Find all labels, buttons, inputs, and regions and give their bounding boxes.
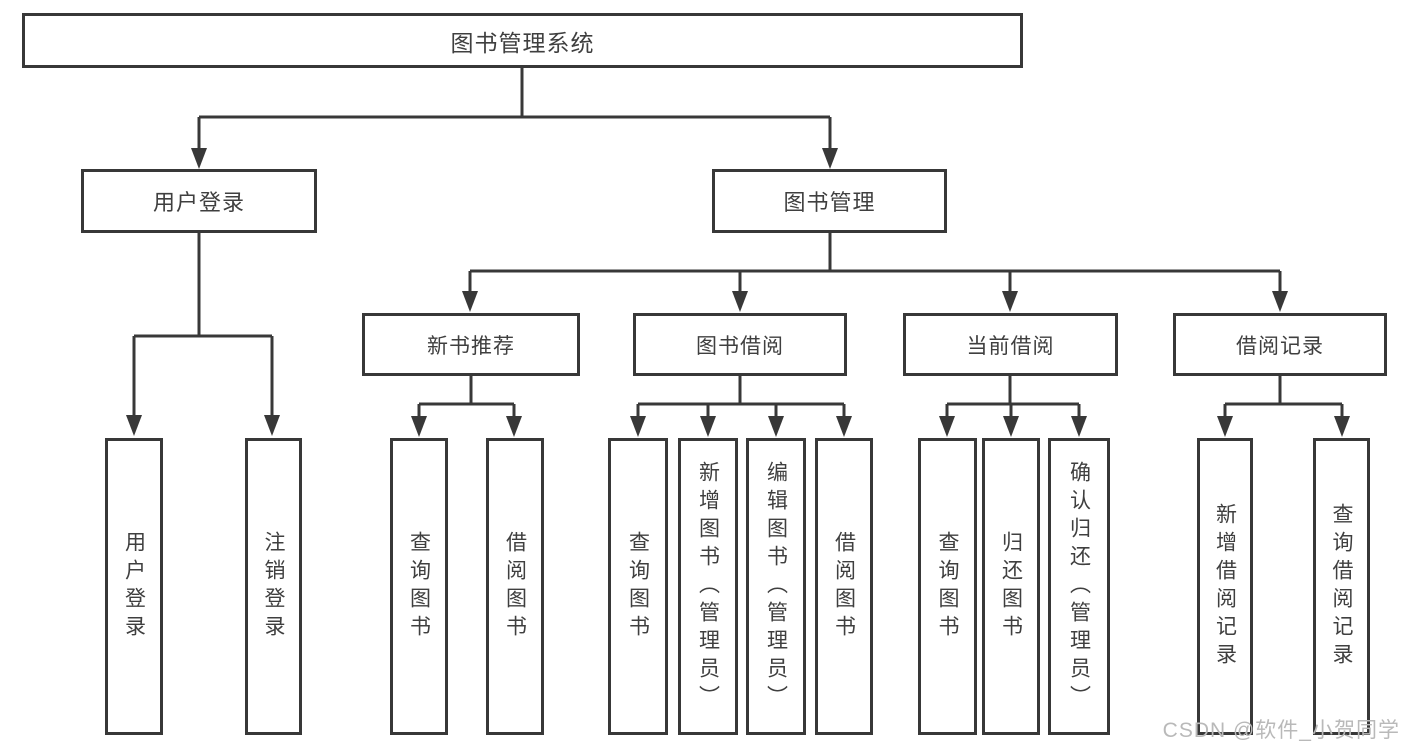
leaf-node-query-borrow-record: 查询借阅记录 [1313,438,1370,735]
branch-node-label: 图书管理 [783,190,876,215]
leaf-node-label: 编辑图书（管理员） [764,460,788,713]
leaf-node-label: 注销登录 [262,530,285,643]
branch-node-book-borrowing: 图书借阅 [633,313,847,376]
branch-node-label: 图书借阅 [696,334,784,358]
leaf-node-label: 查询图书 [936,530,959,643]
branch-node-book-management: 图书管理 [712,169,947,233]
leaf-node-return-books: 归还图书 [982,438,1040,735]
arrowheads [126,148,1350,437]
branch-node-borrowing-records: 借阅记录 [1173,313,1387,376]
leaf-node-add-borrow-record: 新增借阅记录 [1197,438,1253,735]
leaf-node-label: 借阅图书 [503,530,527,643]
leaf-node-add-books-admin: 新增图书（管理员） [678,438,738,735]
leaf-node-query-books-2: 查询图书 [608,438,668,735]
branch-node-label: 借阅记录 [1236,334,1324,358]
leaf-node-edit-books-admin: 编辑图书（管理员） [746,438,806,735]
branch-node-label: 当前借阅 [966,334,1055,358]
leaf-node-label: 新增图书（管理员） [696,460,720,713]
leaf-node-label: 归还图书 [999,530,1023,643]
leaf-node-label: 查询图书 [407,530,431,643]
branch-node-user-login: 用户登录 [81,169,317,233]
leaf-node-borrow-books-2: 借阅图书 [815,438,873,735]
leaf-node-borrow-books-1: 借阅图书 [486,438,544,735]
leaf-node-label: 确认归还（管理员） [1067,460,1091,713]
branch-node-label: 用户登录 [152,190,245,215]
csdn-watermark: CSDN @软件_小贺同学 [1162,719,1400,742]
leaf-node-logout: 注销登录 [245,438,302,735]
branch-node-new-book-recommend: 新书推荐 [362,313,580,376]
leaf-node-query-books-3: 查询图书 [918,438,977,735]
leaf-node-label: 用户登录 [122,530,146,643]
leaf-node-label: 借阅图书 [832,530,856,643]
branch-node-label: 新书推荐 [427,334,515,358]
root-node-library-system: 图书管理系统 [22,13,1023,68]
root-node-label: 图书管理系统 [450,29,595,56]
leaf-node-query-books-1: 查询图书 [390,438,448,735]
leaf-node-label: 查询借阅记录 [1330,502,1353,671]
leaf-node-label: 新增借阅记录 [1213,502,1237,671]
leaf-node-user-login: 用户登录 [105,438,163,735]
leaf-node-label: 查询图书 [626,530,650,643]
branch-node-current-borrowing: 当前借阅 [903,313,1118,376]
leaf-node-confirm-return-admin: 确认归还（管理员） [1048,438,1110,735]
